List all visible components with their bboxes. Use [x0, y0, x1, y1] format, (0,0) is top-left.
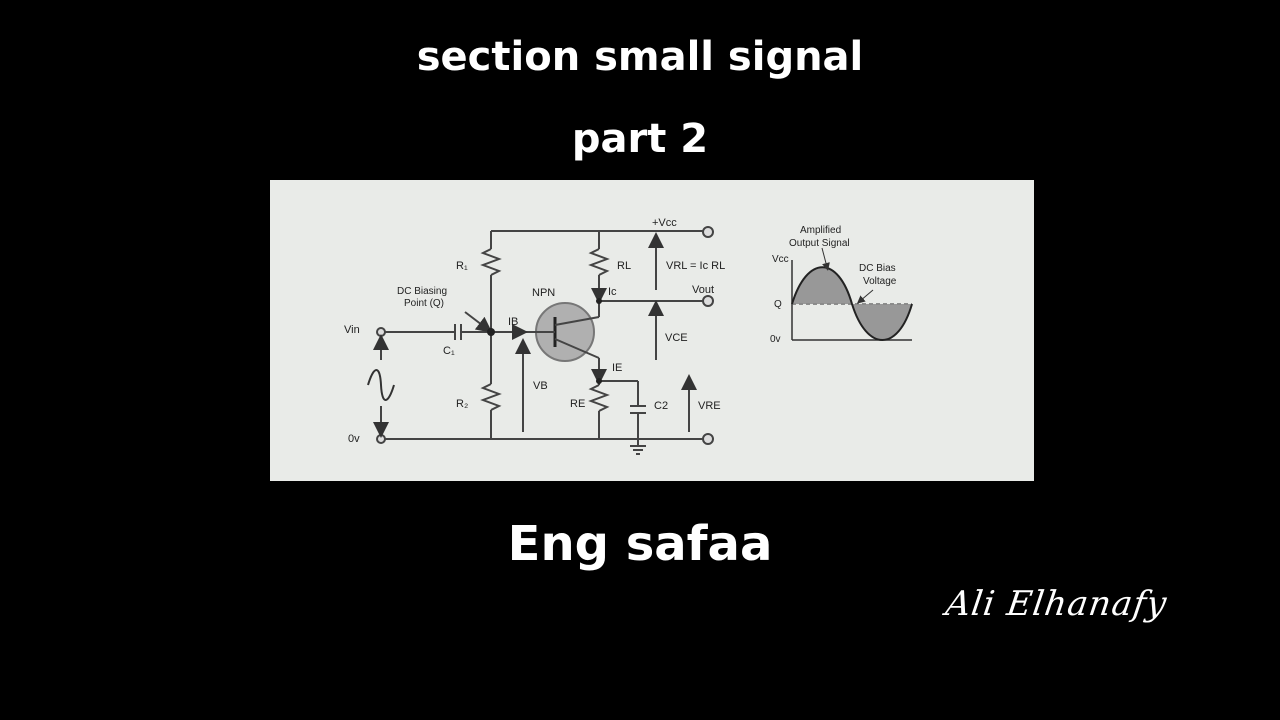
circuit-diagram: +Vcc R₁ RL VRL = Ic RL NPN Ic Vout DC Bi…	[270, 180, 1034, 481]
vcc-terminal	[702, 226, 714, 238]
label-vcc: +Vcc	[652, 217, 677, 229]
vre-terminal	[702, 433, 714, 445]
label-vb: VB	[533, 380, 548, 392]
label-vce: VCE	[665, 332, 688, 344]
bias-point-dot	[487, 328, 495, 336]
label-vout: Vout	[692, 284, 714, 296]
vin-terminal	[376, 327, 386, 337]
label-ib: IB	[508, 316, 518, 328]
vout-terminal	[702, 295, 714, 307]
label-r1: R₁	[456, 260, 468, 272]
page-subtitle: part 2	[571, 116, 709, 162]
label-npn: NPN	[532, 287, 555, 299]
zero-v-terminal	[376, 434, 386, 444]
output-waveform	[791, 247, 913, 341]
label-amplified: Amplified	[800, 225, 841, 236]
label-vre: VRE	[698, 400, 721, 412]
label-re: RE	[570, 398, 585, 410]
label-vin: Vin	[344, 324, 360, 336]
label-ie: IE	[612, 362, 622, 374]
label-zero-v: 0v	[348, 433, 360, 445]
label-ic: Ic	[608, 286, 617, 298]
page-title: section small signal	[416, 34, 864, 80]
label-bias-point: Point (Q)	[404, 298, 444, 309]
label-output-signal: Output Signal	[789, 238, 850, 249]
label-wave-zero-v: 0v	[770, 334, 781, 345]
circuit-svg: +Vcc R₁ RL VRL = Ic RL NPN Ic Vout DC Bi…	[344, 217, 913, 455]
label-q: Q	[774, 299, 782, 310]
signature-watermark: Ali Elhanafy	[943, 584, 1170, 624]
author-name: Eng safaa	[507, 516, 773, 572]
label-voltage: Voltage	[863, 276, 897, 287]
label-rl: RL	[617, 260, 631, 272]
label-c1: C₁	[443, 345, 455, 357]
label-vrl-equation: VRL = Ic RL	[666, 260, 725, 272]
label-wave-vcc: Vcc	[772, 254, 789, 265]
label-dc-bias: DC Bias	[859, 263, 896, 274]
label-r2: R₂	[456, 398, 468, 410]
label-dc-biasing: DC Biasing	[397, 286, 447, 297]
label-c2: C2	[654, 400, 668, 412]
